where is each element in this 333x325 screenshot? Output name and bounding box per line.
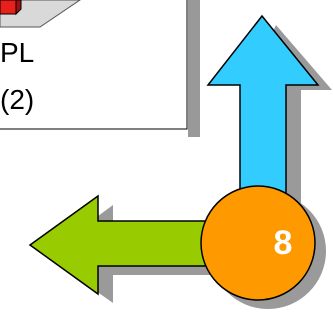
badge-number: 8 — [274, 224, 293, 262]
red-cube-icon — [0, 0, 22, 16]
card-label-line2: (2) — [0, 84, 34, 115]
card-label-line1: PL — [0, 37, 34, 68]
card-shadow — [188, 0, 200, 137]
number-badge: 8 — [200, 185, 326, 309]
card: PL (2) — [0, 0, 200, 137]
badge-circle — [200, 185, 316, 301]
